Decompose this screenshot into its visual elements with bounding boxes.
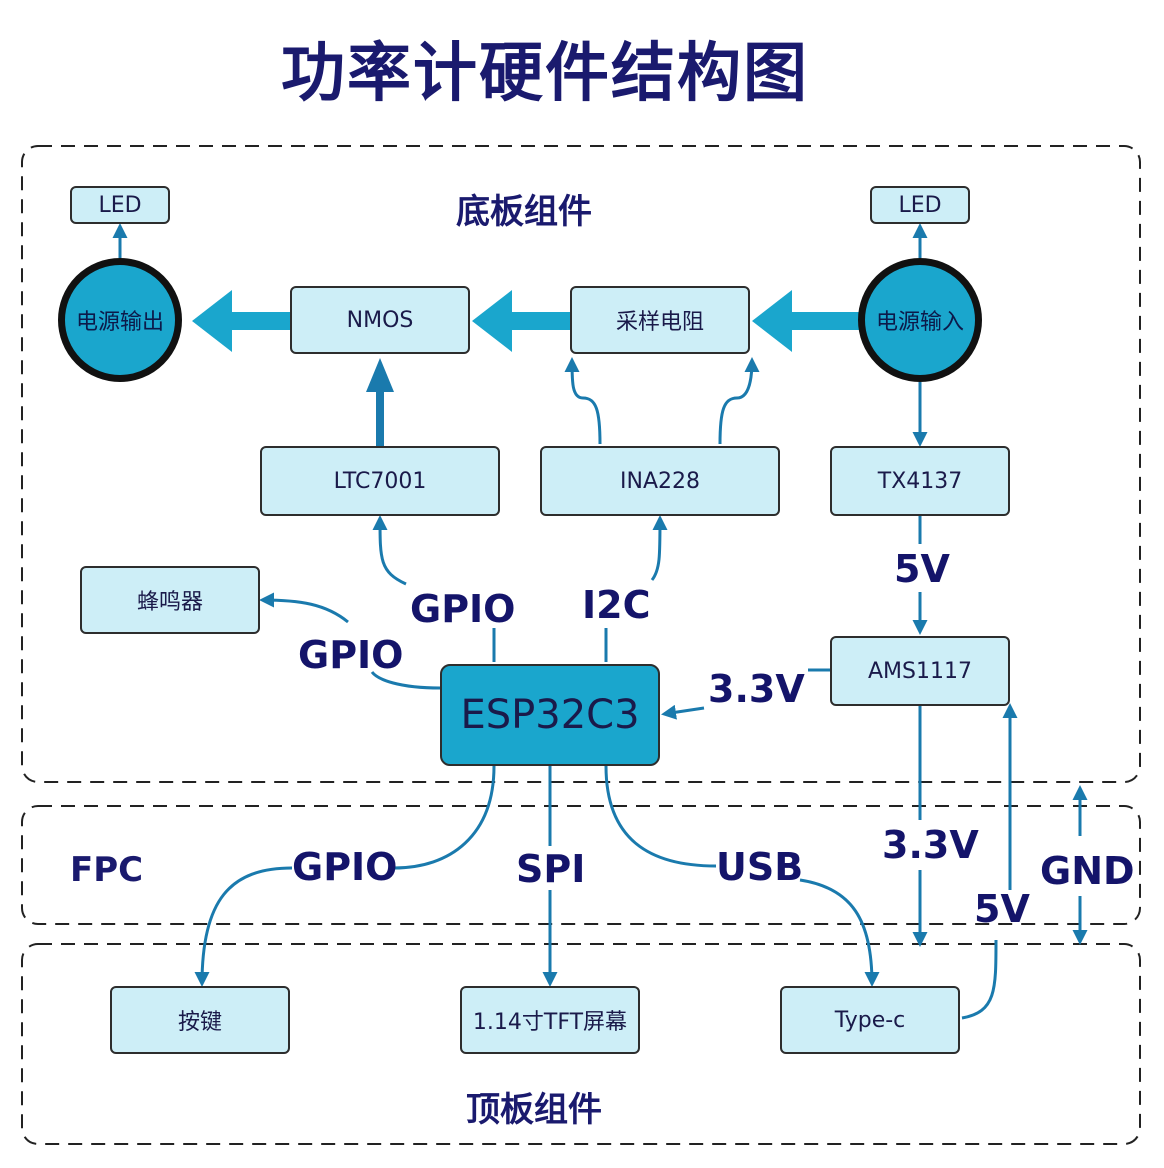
edge-label-3v3-typec: 3.3V [882, 823, 979, 867]
edge-esp-typec [604, 765, 872, 984]
edge-label-gpio-ltc: GPIO [410, 587, 516, 631]
node-buzzer: 蜂鸣器 [80, 566, 260, 634]
edge-label-usb: USB [716, 845, 804, 889]
edge-esp-ltc7001 [380, 518, 496, 662]
group-label-bottom-board: 底板组件 [456, 192, 592, 232]
edge-ina-sampling-left [564, 357, 602, 445]
node-tft-screen: 1.14寸TFT屏幕 [460, 986, 640, 1054]
node-ltc7001: LTC7001 [260, 446, 500, 516]
node-sampling-resistor: 采样电阻 [570, 286, 750, 354]
edge-esp-button [202, 765, 496, 984]
arrow-nmos-to-power-out [192, 290, 290, 352]
edge-esp-buzzer [262, 600, 441, 690]
edge-label-i2c: I2C [582, 583, 651, 627]
edge-label-5v-tx-ams: 5V [894, 547, 950, 591]
edge-label-spi: SPI [516, 847, 586, 891]
arrow-sampling-to-nmos [472, 290, 570, 352]
power-path-arrows [192, 290, 862, 352]
node-ams1117: AMS1117 [830, 636, 1010, 706]
node-led-left: LED [70, 186, 170, 224]
arrow-power-in-to-sampling [752, 290, 862, 352]
edge-typec-ams [961, 706, 1010, 1020]
edge-label-gpio-button: GPIO [292, 845, 398, 889]
node-ina228: INA228 [540, 446, 780, 516]
node-typec: Type-c [780, 986, 960, 1054]
arrow-ltc-to-nmos-head [366, 358, 394, 392]
node-nmos: NMOS [290, 286, 470, 354]
fpc-frame [21, 805, 1141, 925]
edge-label-gpio-buzzer: GPIO [298, 633, 404, 677]
bottom-board-frame [21, 145, 1141, 783]
node-power-output: 电源输出 [58, 258, 182, 382]
group-label-fpc: FPC [70, 850, 144, 890]
edge-ina-sampling-right [718, 357, 760, 445]
edge-label-gnd: GND [1040, 849, 1135, 893]
diagram-title: 功率计硬件结构图 [281, 37, 809, 111]
node-button: 按键 [110, 986, 290, 1054]
node-power-input: 电源输入 [858, 258, 982, 382]
node-led-right: LED [870, 186, 970, 224]
edge-label-5v-typec: 5V [974, 887, 1030, 931]
node-tx4137: TX4137 [830, 446, 1010, 516]
edge-ams-esp [664, 668, 830, 714]
group-label-top-board: 顶板组件 [466, 1090, 602, 1130]
edge-esp-ina228 [604, 518, 660, 662]
top-board-frame [21, 943, 1141, 1145]
edge-label-3v3-esp: 3.3V [708, 667, 805, 711]
node-esp32c3: ESP32C3 [440, 664, 660, 766]
